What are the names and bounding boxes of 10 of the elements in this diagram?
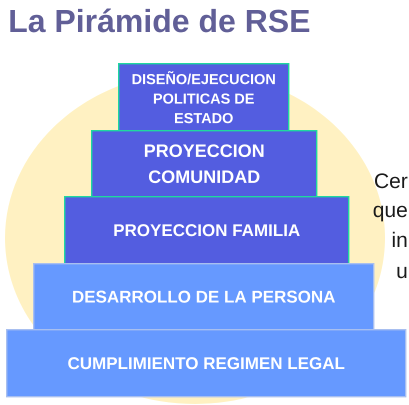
pyramid-level: PROYECCION FAMILIA [64, 196, 350, 264]
title: La Pirámide de RSE [10, 8, 310, 32]
pyramid-level: PROYECCION COMUNIDAD [91, 130, 318, 198]
side-text: in [392, 232, 406, 247]
pyramid-level: DISEÑO/EJECUCION POLITICAS DE ESTADO [118, 63, 290, 132]
side-text: Cer [375, 173, 408, 188]
pyramid-level: CUMPLIMIENTO REGIMEN LEGAL [6, 329, 406, 398]
side-text: que [374, 206, 407, 222]
side-text: u [397, 266, 406, 278]
pyramid-level: DESARROLLO DE LA PERSONA [33, 263, 374, 330]
